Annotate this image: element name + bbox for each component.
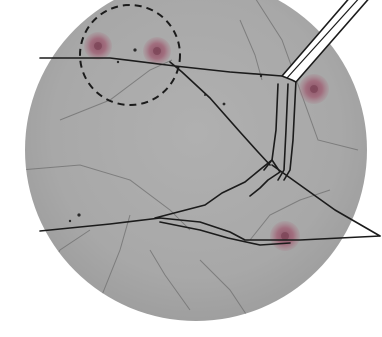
cell-core xyxy=(281,232,289,240)
cell-core xyxy=(153,47,161,55)
speck xyxy=(117,61,119,63)
speck xyxy=(69,220,71,222)
speck xyxy=(133,48,136,51)
cell-core xyxy=(94,42,102,50)
speck xyxy=(77,213,80,216)
speck xyxy=(223,103,226,106)
cell-core xyxy=(310,85,318,93)
